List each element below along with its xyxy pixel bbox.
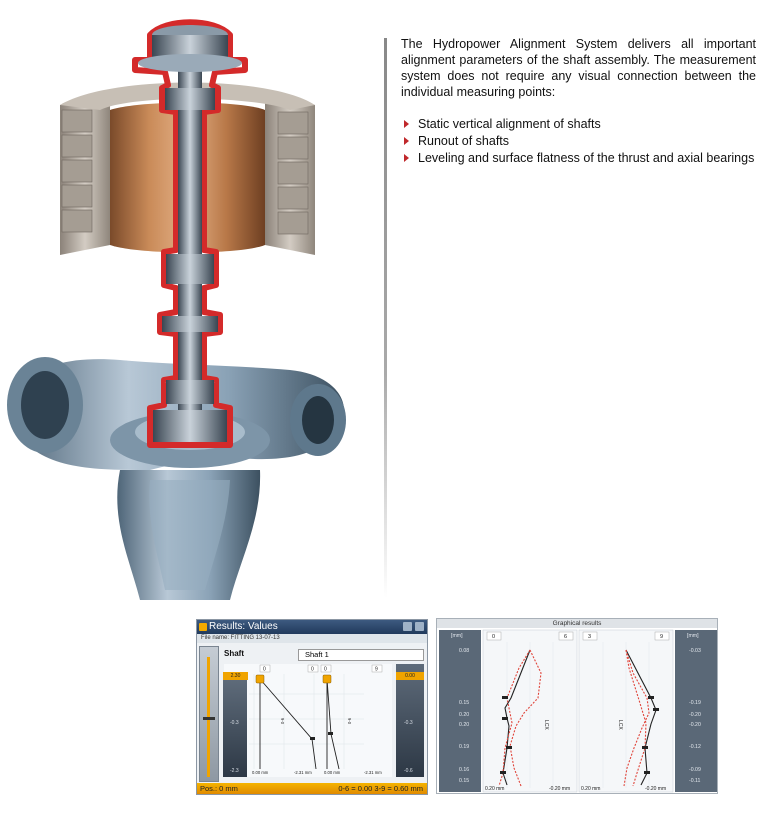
bullet-arrow-icon [404, 137, 409, 145]
close-icon[interactable] [415, 622, 424, 631]
col-head: 0 [263, 667, 266, 673]
stator-right [265, 95, 315, 255]
results-values-screen: Results: Values File name: FITTING 13-07… [196, 619, 428, 795]
bottom-label: -2.31 mm [294, 770, 312, 775]
left-value-box: 2.30 [223, 672, 248, 680]
feature-item: Static vertical alignment of shafts [401, 116, 756, 132]
shaft-select[interactable]: Shaft 1 [298, 649, 424, 661]
unit-label: [mm] [451, 633, 463, 639]
scale-left: 0.19 [459, 744, 469, 750]
feature-item: Runout of shafts [401, 133, 756, 149]
status-bar: Pos.: 0 mm 0-6 = 0.00 3-9 = 0.60 mm [197, 783, 427, 794]
scale-right: -0.12 [689, 744, 701, 750]
bottom-label: 0.20 mm [581, 786, 600, 792]
bottom-label: 0.00 mm [252, 770, 269, 775]
status-position: Pos.: 0 mm [200, 784, 238, 793]
bottom-label: 0.00 mm [324, 770, 341, 775]
scale-left: 0.08 [459, 648, 469, 654]
app-icon [199, 623, 207, 631]
stator-left [60, 90, 110, 255]
file-name-line: File name: FITTING 13-07-13 [197, 634, 427, 643]
shaft-row: Shaft Shaft 1 [224, 649, 424, 661]
scale-value: -0.3 [230, 720, 239, 726]
left-scale-panel: -0.3 -2.3 [223, 680, 247, 777]
feature-item: Leveling and surface flatness of the thr… [401, 150, 756, 166]
col-head: 0 [324, 667, 327, 673]
plot-head: 9 [660, 634, 663, 640]
scale-left: 0.20 [459, 712, 469, 718]
bullet-arrow-icon [404, 154, 409, 162]
scale-left: 0.15 [459, 700, 469, 706]
divider-bar [384, 38, 387, 598]
shaft-label: Shaft [224, 649, 244, 658]
turbine-shaft-illustration [7, 19, 346, 600]
plot-head: 6 [564, 634, 567, 640]
bullet-arrow-icon [404, 120, 409, 128]
graphical-plot: 0 6 3 9 [mm] [mm] 0.08 0.15 0.20 0.20 0.… [439, 629, 717, 793]
col-head: 0 [311, 667, 314, 673]
scale-right: -0.09 [689, 767, 701, 773]
description-block: The Hydropower Alignment System delivers… [401, 36, 756, 167]
scale-left: 0.16 [459, 767, 469, 773]
scale-value: -2.3 [230, 768, 239, 774]
position-slider[interactable] [199, 646, 219, 782]
bottom-label: -0.20 mm [645, 786, 666, 792]
scale-left: 0.20 [459, 722, 469, 728]
scale-value: -0.6 [404, 768, 413, 774]
scale-right: -0.11 [689, 778, 701, 784]
status-result: 0-6 = 0.00 3-9 = 0.60 mm [338, 784, 423, 793]
draft-tube-inner [149, 480, 230, 590]
plot-head: 0 [492, 634, 495, 640]
slider-knob[interactable] [203, 717, 215, 720]
plot-head: 3 [588, 634, 591, 640]
plot-tag: LCX [617, 720, 623, 730]
menu-icon[interactable] [403, 622, 412, 631]
scale-right: -0.19 [689, 700, 701, 706]
col-head: 9 [375, 667, 378, 673]
window-icons [403, 622, 424, 631]
scale-right: -0.03 [689, 648, 701, 654]
scale-right: -0.20 [689, 712, 701, 718]
axis-tag: 0-6 [347, 717, 352, 724]
scale-left: 0.15 [459, 778, 469, 784]
right-scale-panel: -0.3 -0.6 [396, 664, 424, 777]
graphical-results-screen: Graphical results 0 6 3 9 [mm] [mm] 0.08… [436, 618, 718, 794]
intro-paragraph: The Hydropower Alignment System delivers… [401, 37, 756, 99]
feature-list: Static vertical alignment of shafts Runo… [401, 116, 756, 166]
right-value-box: 0.00 [396, 672, 424, 680]
shaft-assembly [132, 19, 248, 448]
bottom-label: -2.31 mm [364, 770, 382, 775]
graphical-title: Graphical results [437, 619, 717, 628]
results-title: Results: Values [209, 621, 278, 632]
scale-right: -0.20 [689, 722, 701, 728]
scale-value: -0.3 [404, 720, 413, 726]
results-plot: 0 0 0 9 0.00 mm -2.31 mm 0.00 mm -2.31 m… [224, 664, 392, 777]
bottom-label: 0.20 mm [485, 786, 504, 792]
axis-tag: 0-6 [280, 717, 285, 724]
results-title-bar: Results: Values [197, 620, 427, 634]
plot-tag: LCX [543, 720, 549, 730]
unit-label: [mm] [687, 633, 699, 639]
bottom-label: -0.20 mm [549, 786, 570, 792]
